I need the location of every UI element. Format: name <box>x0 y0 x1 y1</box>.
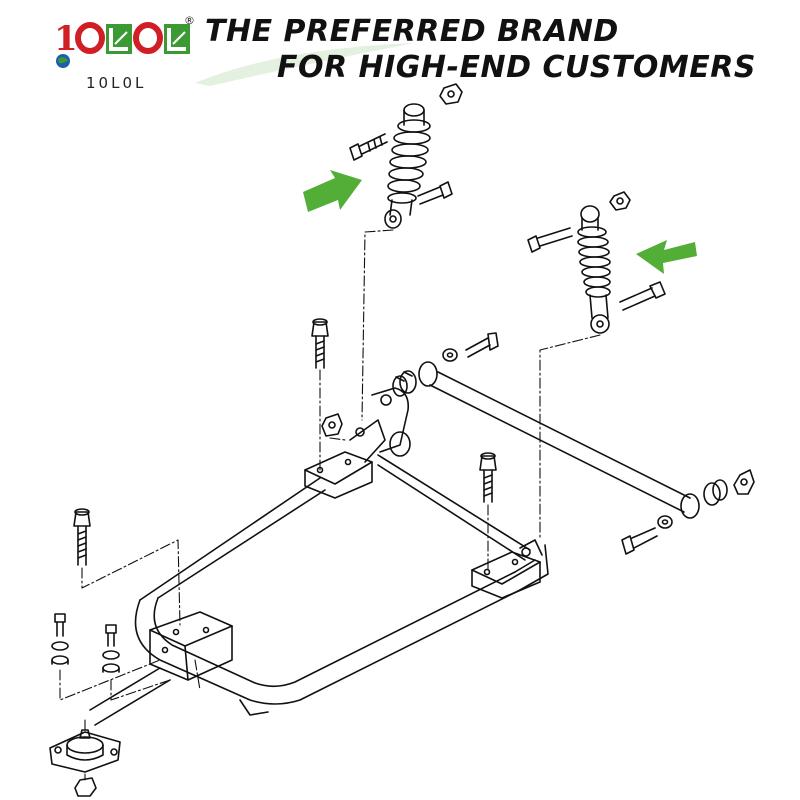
brand-logo: 1 <box>54 19 190 68</box>
svg-text:1: 1 <box>54 19 78 59</box>
shock-top-nut-right <box>609 191 631 211</box>
rod-bushing-right <box>703 469 755 506</box>
shock-absorber-right <box>577 205 611 334</box>
registered-mark: ® <box>184 14 195 27</box>
shock-lower-bolt-left <box>417 181 453 205</box>
right-rear-bracket <box>471 539 543 599</box>
left-rear-bracket <box>304 387 411 499</box>
rod-washer-left <box>442 348 458 362</box>
rod-bushing-left <box>392 370 417 397</box>
rod-bolt-left <box>465 332 499 358</box>
globe-icon <box>56 54 70 68</box>
bracket-nut-left <box>321 413 343 437</box>
shock-upper-bolt-left <box>349 133 388 161</box>
small-bolt-left <box>51 613 69 665</box>
shock-top-nut-left <box>439 83 463 105</box>
logo-wordmark: 10L0L <box>86 74 147 92</box>
shock-absorber-left <box>384 103 431 229</box>
alignment-lines <box>59 229 601 781</box>
arrow-left-icon <box>636 240 697 274</box>
mount-bolt-left <box>73 508 91 566</box>
link-rod <box>418 361 700 519</box>
brand-header: 1 10L0L ® THE PREFERRED BRAND FOR HIGH-E… <box>0 0 800 100</box>
rod-bolt-right <box>621 527 658 555</box>
frame-tube <box>89 454 549 726</box>
mount-bolt-right <box>479 452 497 503</box>
rubber-mount <box>49 729 121 797</box>
small-bolt-center <box>102 624 120 673</box>
shock-lower-bolt-right <box>619 281 666 311</box>
arrow-right-icon <box>303 170 362 212</box>
tagline-line-1: THE PREFERRED BRAND <box>205 14 619 49</box>
shock-upper-bolt-right <box>527 227 573 253</box>
rod-washer-right <box>657 515 673 529</box>
swoosh-decoration <box>195 43 415 86</box>
tagline-line-2: FOR HIGH-END CUSTOMERS <box>277 50 756 85</box>
mount-bolt-center <box>311 318 329 369</box>
